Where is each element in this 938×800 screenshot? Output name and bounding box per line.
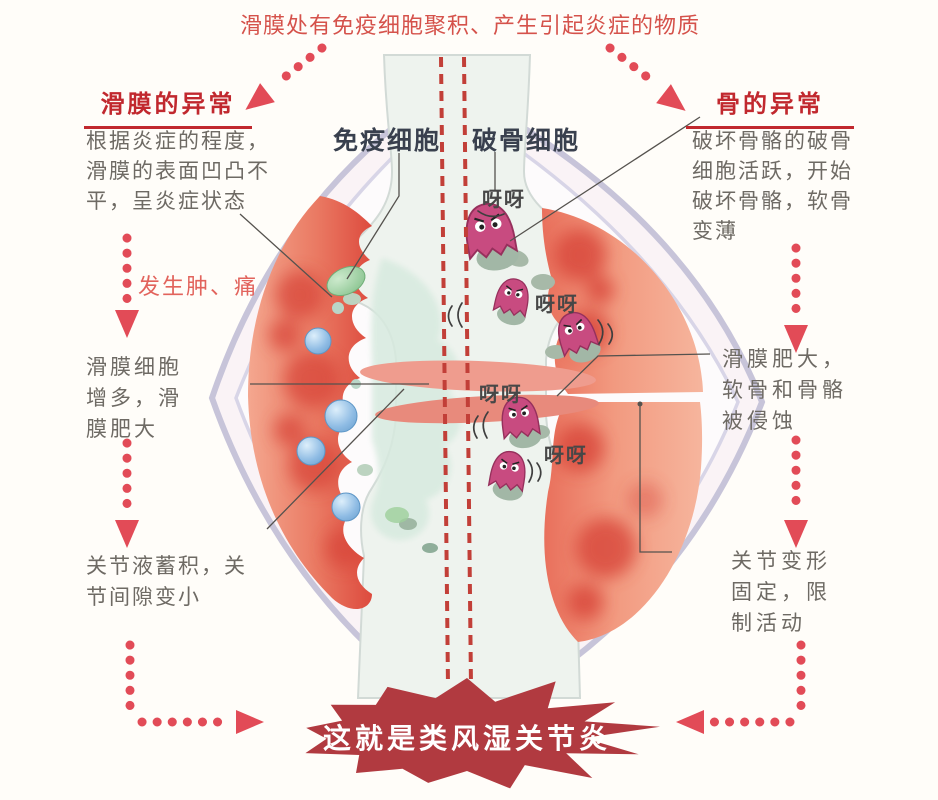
arrow-head: [115, 310, 139, 338]
left-para-joint-fluid: 关节液蓄积，关 节间隙变小: [86, 555, 247, 609]
left-para-synovial-cells: 滑膜细胞 增多，滑 膜肥大: [86, 356, 182, 441]
conclusion-banner-text: 这就是类风湿关节炎: [322, 723, 611, 754]
left-para-inflammation: 根据炎症的程度， 滑膜的表面凹凸不 平，呈炎症状态: [86, 130, 270, 213]
flow-arrows: [115, 43, 808, 734]
motion-arcs: [447, 210, 614, 483]
pointer-lines: [239, 116, 711, 553]
arrow-head: [245, 83, 275, 110]
right-para-osteoclast: 破坏骨骼的破骨 细胞活跃，开始 破坏骨骼，软骨 变薄: [692, 130, 853, 243]
arrow-head: [656, 84, 686, 111]
right-para-erosion: 滑膜肥大， 软骨和骨骼 被侵蚀: [722, 348, 847, 433]
arrow-head: [784, 520, 808, 548]
synovial-fluid: [370, 258, 462, 541]
osteoclast-cell-label: 破骨细胞: [472, 127, 581, 155]
arrow-head: [784, 325, 808, 353]
immune-cell-label: 免疫细胞: [333, 127, 442, 155]
osteoclast-cry: 呀呀: [544, 445, 588, 467]
arrow-head: [236, 710, 264, 734]
inflamed-bone-lower: [544, 402, 703, 642]
right-para-deformity: 关节变形 固定，限 制活动: [731, 550, 831, 635]
page-title: 滑膜处有免疫细胞聚积、产生引起炎症的物质: [239, 13, 700, 38]
immune-cells: [296, 265, 366, 522]
arrow-head: [115, 520, 139, 548]
osteoclast-cry: 呀呀: [479, 384, 523, 406]
arrow-head: [676, 710, 704, 734]
osteoclast-cry: 呀呀: [482, 189, 526, 211]
left-highlight-swelling-pain: 发生肿、痛: [138, 274, 259, 299]
left-heading-synovium-abnormality: 滑膜的异常: [84, 84, 252, 129]
cartilage-lower: [375, 394, 599, 424]
osteoclast-cry: 呀呀: [535, 294, 579, 316]
center-dashed-lines: [439, 56, 473, 687]
starburst: [305, 678, 660, 789]
right-heading-bone-abnormality: 骨的异常: [686, 84, 854, 129]
